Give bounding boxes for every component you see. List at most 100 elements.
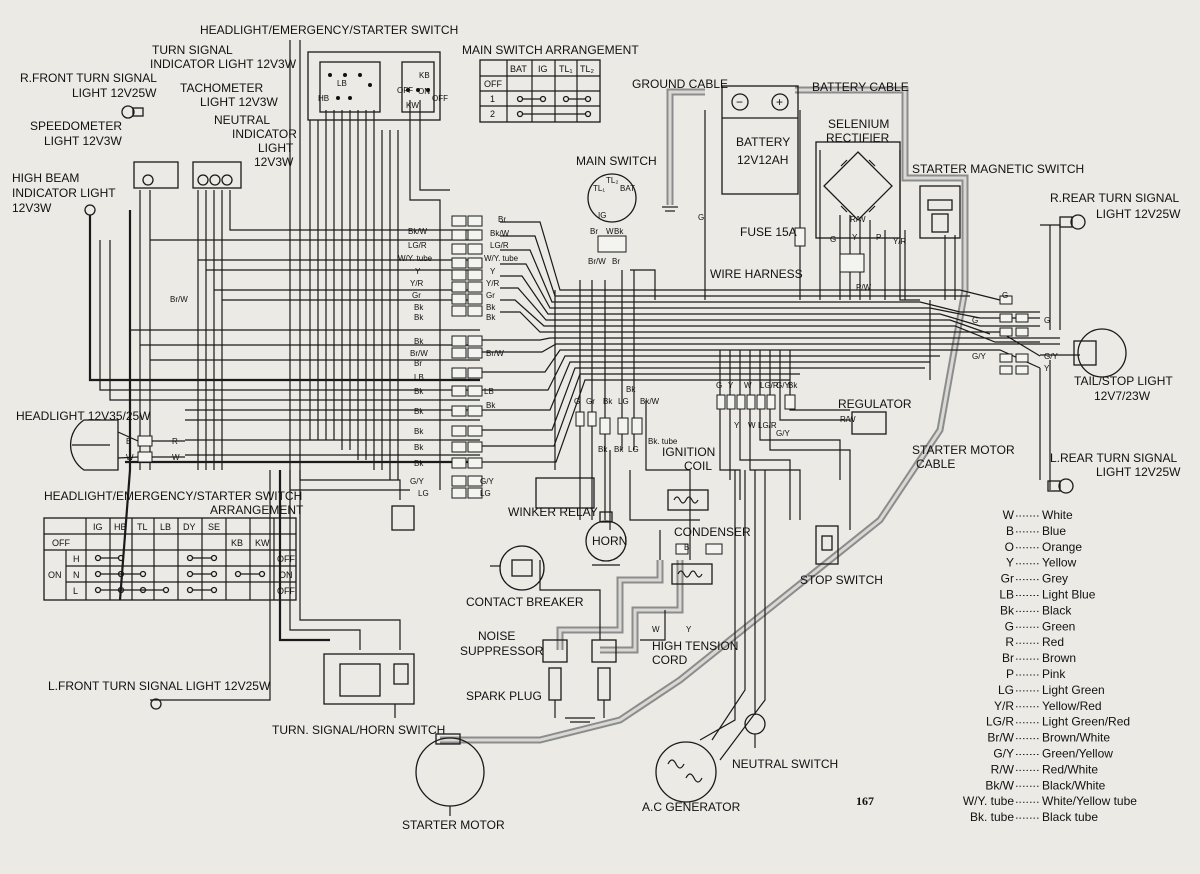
wire-code: Y/R: [486, 279, 500, 288]
wire-code: Y: [728, 381, 734, 390]
switch-connector-box: [391, 505, 415, 531]
wire-code: R/W: [850, 215, 866, 224]
legend-code: Br: [1002, 651, 1014, 665]
ac-generator: [655, 741, 717, 803]
ignition-coil: [667, 489, 709, 511]
wire-code: B: [684, 543, 689, 552]
label-ignition-1: IGNITION: [662, 445, 715, 459]
label-r-rear-turn-1: R.REAR TURN SIGNAL: [1050, 191, 1179, 205]
label-contact-breaker: CONTACT BREAKER: [466, 595, 584, 609]
wire-code: W: [652, 625, 660, 634]
label-high-beam-1: HIGH BEAM: [12, 171, 79, 185]
label-neutral-2: INDICATOR: [232, 127, 297, 141]
wire-code: Bk: [414, 443, 424, 452]
switch-mark-kb: KB: [419, 71, 430, 80]
speedometer-light: [133, 161, 179, 189]
high-tension-cords: [556, 560, 684, 654]
hl-header-kb: KB: [231, 538, 243, 548]
wire-code: W: [606, 227, 614, 236]
hl-header-kw: KW: [255, 538, 270, 548]
hl-row-l: L: [73, 586, 78, 596]
wire-code: Bk/W: [640, 397, 660, 406]
ms-row-1: 1: [490, 94, 495, 104]
harness-connectors: [451, 215, 1029, 499]
wire-code: Br: [498, 215, 506, 224]
label-headlight: HEADLIGHT 12V35/25W: [16, 409, 151, 423]
hl-right-off: OFF: [277, 554, 295, 564]
wire-code: G: [574, 397, 580, 406]
wire-code: Bk: [414, 459, 424, 468]
wire-code: LG/R: [760, 381, 779, 390]
label-selenium-1: SELENIUM: [828, 117, 889, 131]
label-turn-horn-switch: TURN. SIGNAL/HORN SWITCH: [272, 723, 445, 737]
wire-codes-rectifier: R/W G Y P Y/R P/W R/W: [830, 215, 907, 424]
label-main-switch-arr: MAIN SWITCH ARRANGEMENT: [462, 43, 639, 57]
label-regulator: REGULATOR: [838, 397, 912, 411]
label-neutral-1: NEUTRAL: [214, 113, 270, 127]
ms-mark-ig: IG: [598, 211, 606, 220]
selenium-rectifier: [815, 141, 901, 273]
headlight-switch-box: HB LB KB KW OFF ON OFF: [307, 51, 448, 121]
wire-code: G/Y: [972, 352, 986, 361]
legend-code: R/W: [991, 762, 1015, 776]
neutral-switch: [744, 713, 766, 748]
l-rear-turn-light: [1047, 478, 1074, 494]
wire-code: G/Y: [410, 477, 424, 486]
wire-code: G: [716, 381, 722, 390]
wire-code: LG: [628, 445, 639, 454]
switch-mark-on: ON: [418, 87, 430, 96]
wire-code: G: [1044, 316, 1050, 325]
wire-code: G/Y: [776, 381, 790, 390]
wire-code: Bk: [614, 227, 624, 236]
legend-code: Bk: [1000, 603, 1015, 617]
wire-code: Br: [414, 359, 422, 368]
label-hl-switch-arr-1: HEADLIGHT/EMERGENCY/STARTER SWITCH: [44, 489, 302, 503]
hl-header-tl: TL: [137, 522, 148, 532]
hl-right-on: ON: [279, 570, 293, 580]
switch-mark-off: OFF: [397, 86, 413, 95]
legend-name: Red: [1042, 635, 1064, 649]
legend-name: Black/White: [1042, 778, 1106, 792]
wire-code: Y: [686, 625, 692, 634]
wire-code: Bk/W: [490, 229, 510, 238]
tail-stop-light: [1073, 328, 1127, 378]
wire-code: W/Y. tube: [484, 254, 519, 263]
ground-cable: [662, 88, 705, 212]
wire-code: Y/R: [410, 279, 424, 288]
label-fuse: FUSE 15A: [740, 225, 797, 239]
wire-code: Gr: [586, 397, 595, 406]
switch-mark-lb: LB: [337, 79, 347, 88]
label-spark-plug: SPARK PLUG: [466, 689, 542, 703]
wire-code: Bk: [788, 381, 798, 390]
label-noise-2: SUPPRESSOR: [460, 644, 544, 658]
wire-code: Bk. tube: [648, 437, 678, 446]
switch-mark-off2: OFF: [432, 94, 448, 103]
component-labels: HEADLIGHT/EMERGENCY/STARTER SWITCH TURN …: [12, 23, 1181, 832]
ms-row-off: OFF: [484, 79, 502, 89]
wire-code: Bk: [614, 445, 624, 454]
legend-code: Gr: [1001, 572, 1014, 586]
wire-code: R/W: [840, 415, 856, 424]
label-speedometer-2: LIGHT 12V3W: [44, 134, 122, 148]
page-number: 167: [856, 794, 874, 808]
wire-codes-bottom: G/Y LG G/Y LG: [410, 477, 494, 498]
label-r-rear-turn-2: LIGHT 12V25W: [1096, 207, 1181, 221]
legend-code: W: [1003, 508, 1015, 522]
ms-mark-bat: BAT: [620, 184, 635, 193]
label-main-switch: MAIN SWITCH: [576, 154, 657, 168]
wire-code: G: [698, 213, 704, 222]
wire-code: Bk: [414, 313, 424, 322]
legend-code: Bk. tube: [970, 810, 1014, 824]
label-neutral-3: LIGHT: [258, 141, 294, 155]
wire-code: Bk: [486, 303, 496, 312]
legend-name: Orange: [1042, 540, 1082, 554]
ms-header-bat: BAT: [510, 64, 527, 74]
